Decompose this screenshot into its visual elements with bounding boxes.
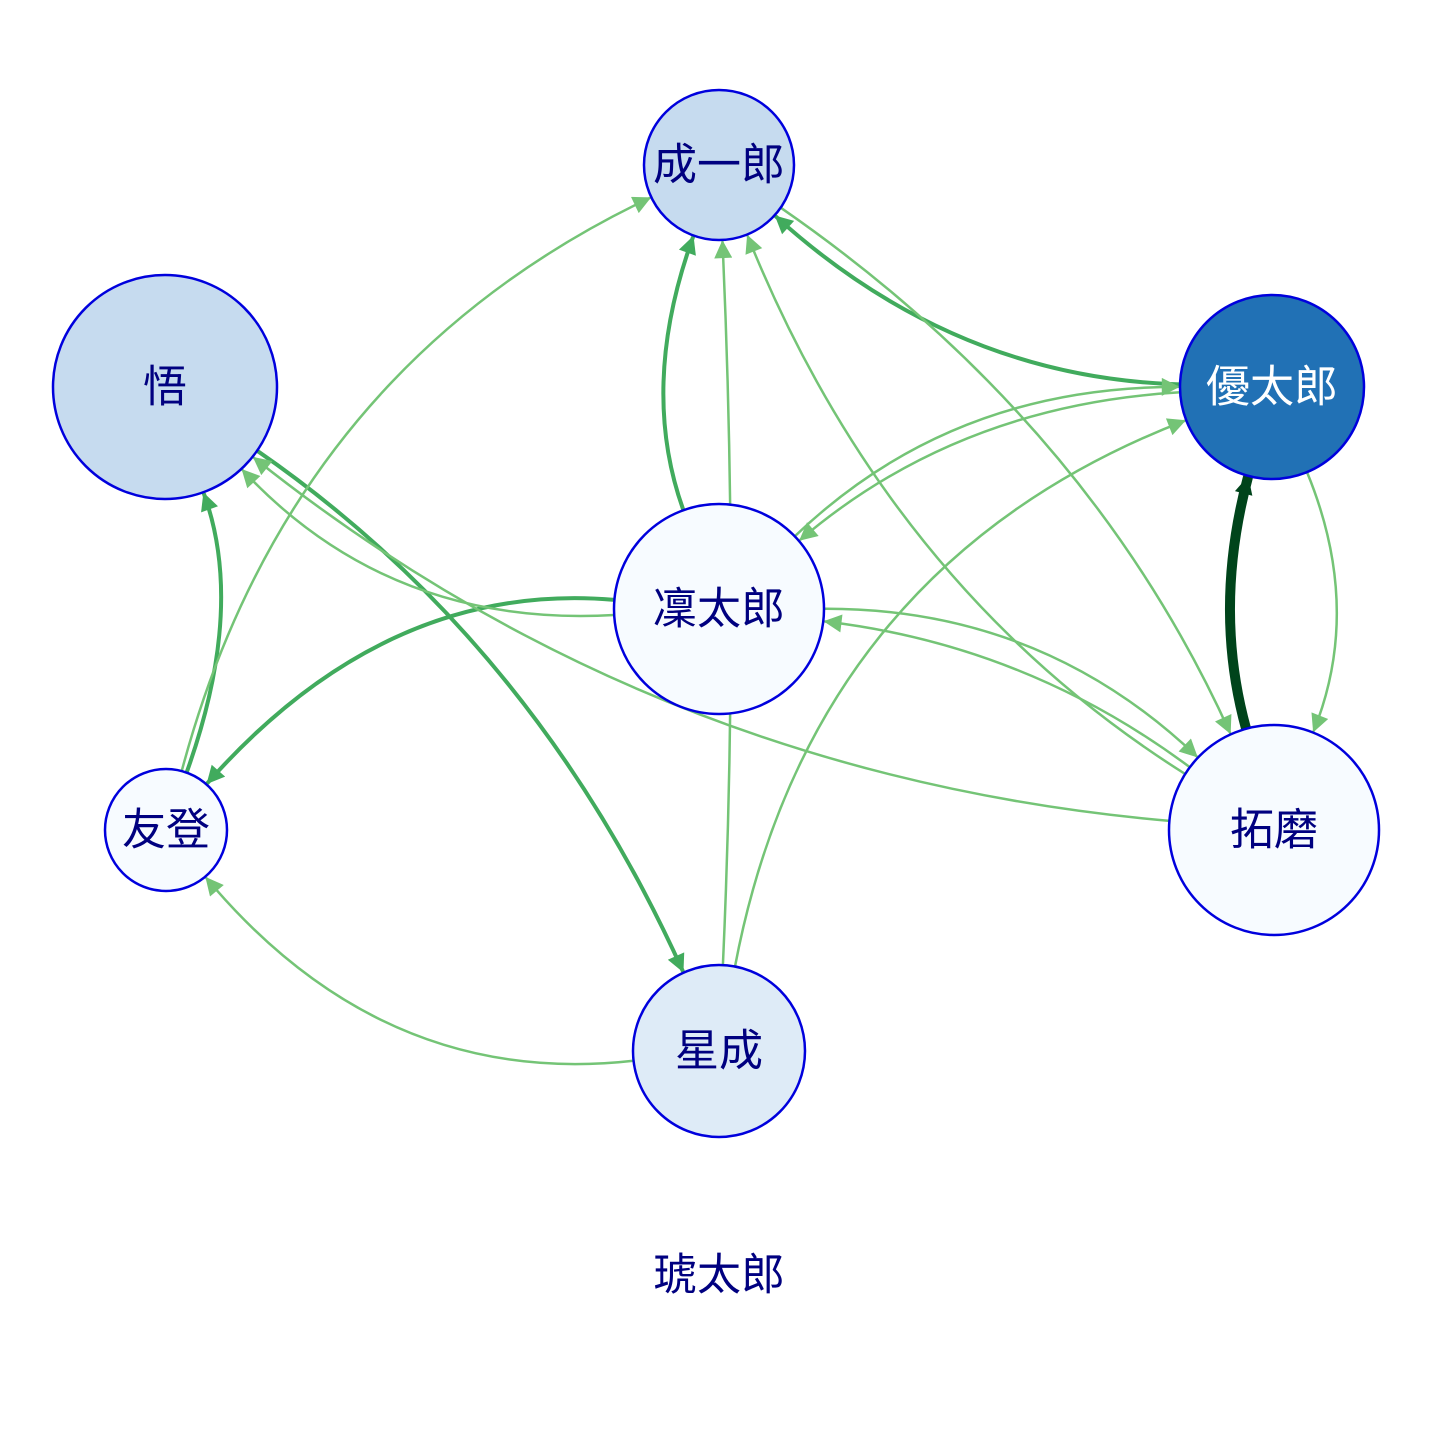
node-circle-seiichiro (642, 88, 796, 242)
node-satoru[interactable]: 悟 (51, 273, 279, 501)
node-rintaro[interactable]: 凜太郎 (612, 502, 826, 716)
edge-seisei-to-tomo (205, 876, 635, 1066)
edge-rintaro-to-takuma (822, 607, 1198, 758)
node-seisei[interactable]: 星成 (631, 963, 807, 1139)
edge-takuma-to-yutaro (1224, 472, 1253, 734)
node-circle-takuma (1167, 723, 1381, 937)
node-circle-yutaro (1178, 293, 1366, 481)
edge-seisei-to-yutaro (733, 418, 1186, 968)
edge-satoru-to-seisei (255, 448, 685, 973)
node-circle-tomo (103, 767, 229, 893)
edge-yutaro-to-seiichiro (774, 214, 1182, 387)
node-takuma[interactable]: 拓磨 (1167, 723, 1381, 937)
edge-yutaro-to-rintaro (799, 391, 1182, 541)
edge-rintaro-to-satoru (241, 468, 616, 618)
edge-rintaro-to-tomo (205, 596, 617, 785)
edge-rintaro-to-yutaro (793, 377, 1180, 538)
node-circle-rintaro (612, 502, 826, 716)
edge-tomo-to-satoru (184, 492, 224, 775)
edge-seiichiro-to-takuma (779, 206, 1232, 735)
isolated-layer: 琥太郎 (653, 1250, 785, 1301)
node-seiichiro[interactable]: 成一郎 (642, 88, 796, 242)
node-label-rintaro: 凜太郎 (653, 584, 785, 635)
node-label-yutaro: 優太郎 (1206, 362, 1338, 413)
edge-takuma-to-seiichiro (745, 234, 1187, 776)
node-yutaro[interactable]: 優太郎 (1178, 293, 1366, 481)
node-circle-satoru (51, 273, 279, 501)
node-tomo[interactable]: 友登 (103, 767, 229, 893)
node-label-takuma: 拓磨 (1230, 805, 1318, 856)
node-label-tomo: 友登 (122, 805, 210, 856)
edge-rintaro-to-seiichiro (661, 235, 696, 513)
node-circle-seisei (631, 963, 807, 1139)
edge-tomo-to-seiichiro (180, 196, 652, 773)
edge-takuma-to-rintaro (823, 614, 1192, 769)
edge-yutaro-to-takuma (1305, 470, 1339, 733)
node-label-seisei: 星成 (675, 1026, 763, 1077)
isolated-node-kotaro[interactable]: 琥太郎 (653, 1250, 785, 1301)
node-label-seiichiro: 成一郎 (653, 140, 785, 191)
node-label-satoru: 悟 (143, 362, 187, 413)
